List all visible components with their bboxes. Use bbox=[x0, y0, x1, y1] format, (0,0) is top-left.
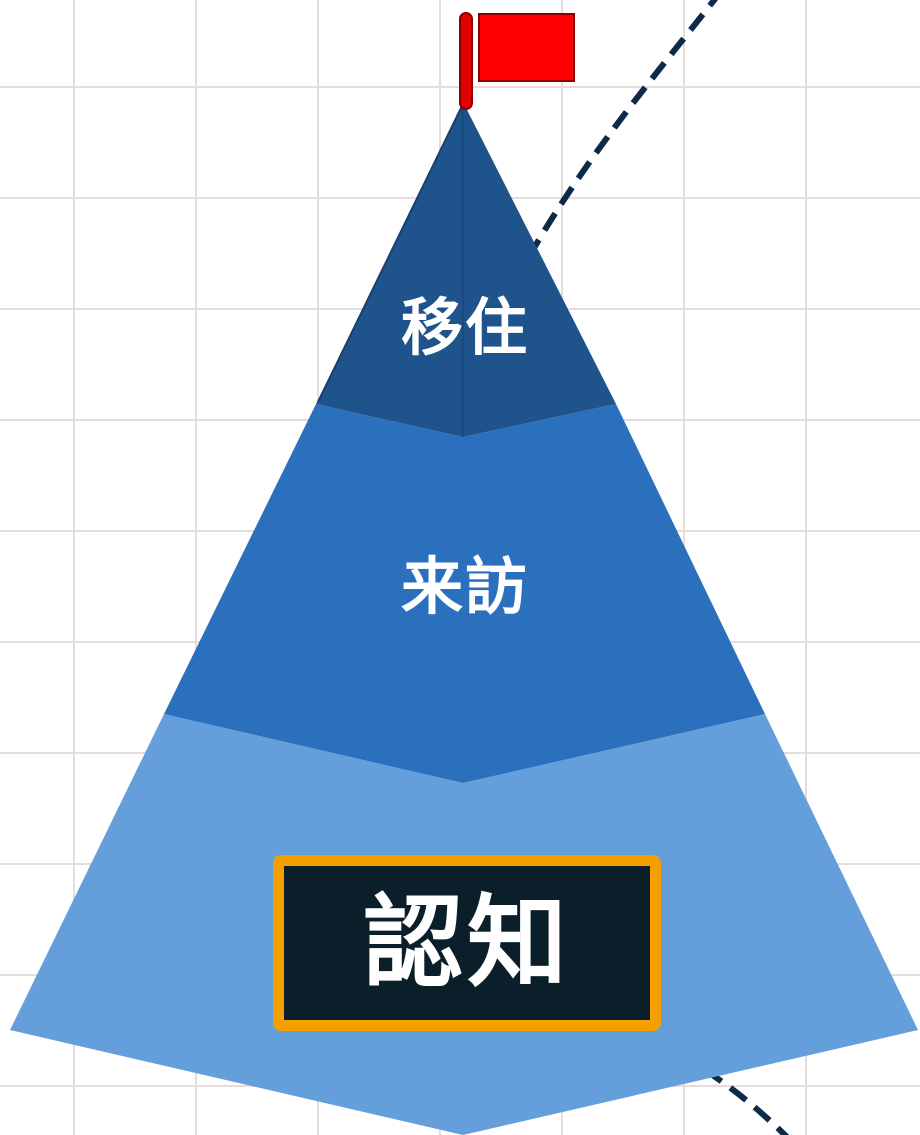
tier-label-top: 移住 bbox=[400, 291, 529, 364]
tier-label-middle: 来訪 bbox=[400, 550, 529, 623]
flag-banner bbox=[478, 13, 575, 82]
pyramid-tier-middle bbox=[164, 404, 765, 783]
tier-label-bottom: 認知 bbox=[363, 884, 571, 1001]
summit-flag-icon bbox=[459, 12, 575, 110]
dashed-path-top bbox=[524, 0, 719, 262]
dashed-path-bottom bbox=[703, 1067, 790, 1135]
pyramid-tier-top bbox=[316, 102, 616, 437]
highlight-box: 認知 bbox=[273, 855, 661, 1031]
flag-pole bbox=[459, 12, 473, 110]
pyramid-top-edge bbox=[317, 103, 464, 403]
